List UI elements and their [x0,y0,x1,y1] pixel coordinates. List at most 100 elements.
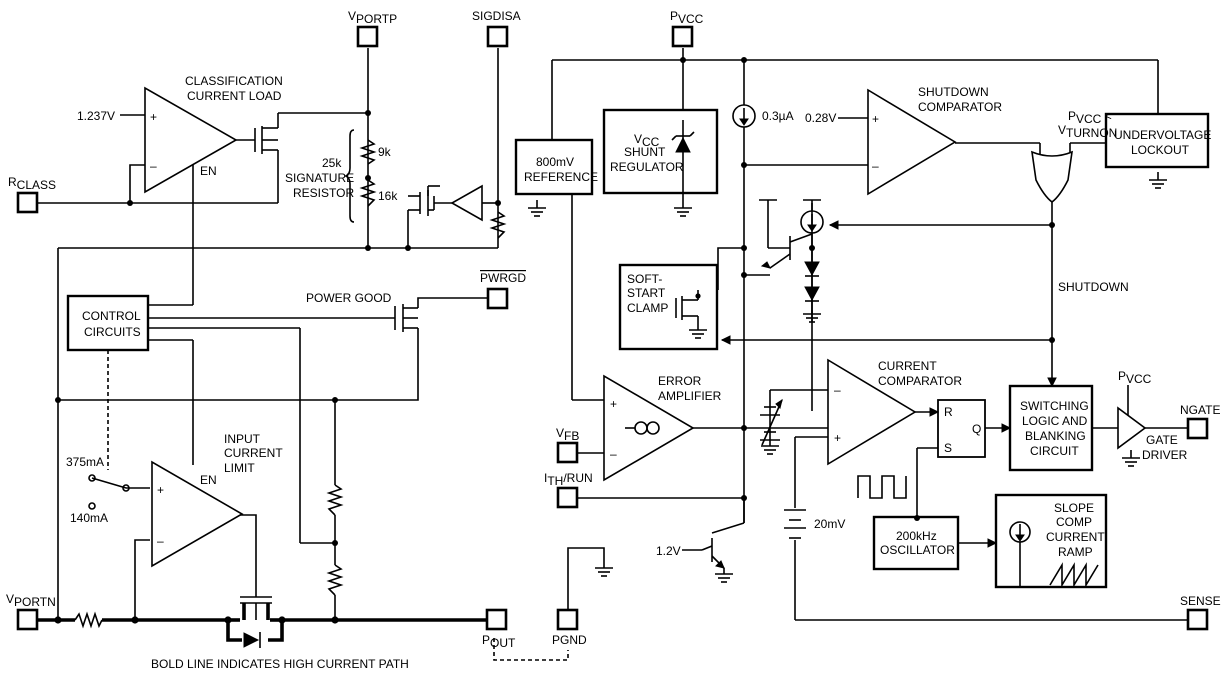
v028-label: 0.28V [805,111,836,125]
v12-label: 1.2V [656,544,681,558]
r16k-label: 16k [378,189,398,203]
switching-label-3: BLANKING [1025,429,1086,443]
pin-sigdisa-label: SIGDISA [472,9,521,23]
oscillator-label-2: OSCILLATOR [880,543,955,557]
en1-label: EN [200,164,217,178]
cc-plus: + [834,431,841,445]
arrows [720,220,1057,548]
ground-shunt [674,200,692,217]
oscillator-block [872,515,960,571]
amp1-minus: – [150,159,157,173]
pin-rclass-label: RCLASS [8,175,56,192]
classification-label-1: CLASSIFICATION [185,74,283,88]
pin-pwrgd [486,287,509,310]
ramp-sawtooth [1049,562,1099,588]
ground-softstart [689,329,707,339]
input-limit-label-3: LIMIT [224,461,255,475]
pin-sigdisa [486,25,509,48]
i140-label: 140mA [70,511,108,525]
signature-bracket [344,129,355,223]
input-current-limit-amp [151,460,244,568]
gate-driver-label-2: DRIVER [1142,448,1188,462]
rs-latch [937,399,986,458]
switching-label-2: LOGIC AND [1022,414,1088,428]
error-amp-label-1: ERROR [658,374,702,388]
resistor-9k [359,139,377,165]
gate-driver-label-1: GATE [1146,433,1178,447]
ground-uvlo [1149,172,1167,189]
pin-pwrgd-label: PWRGD [480,271,526,285]
blocks [66,108,1210,589]
ground-gate-driver [1122,450,1140,467]
en2-label: EN [200,473,217,487]
pin-ith-run [556,486,579,509]
latch-s: S [944,441,952,455]
error-amp-label-2: AMPLIFIER [658,389,722,403]
current-comparator [827,358,917,466]
ref-label-1: 800mV [536,155,574,169]
signature-label-1: 25k [322,156,342,170]
softstart-label-2: START [627,286,666,300]
vportn-sense-resistor [74,611,103,629]
sigdisa-resistor [489,211,507,239]
soft-start-mosfet [675,290,701,330]
left-wiring [38,48,605,661]
ground-bjt-src [803,199,821,411]
right-wiring [551,48,1190,621]
shutdown-cmp-label-2: COMPARATOR [918,100,1002,114]
switching-label-1: SWITCHING [1020,399,1089,413]
bold-note: BOLD LINE INDICATES HIGH CURRENT PATH [151,657,409,671]
ea-minus: – [610,447,617,461]
uvlo-label-2: LOCKOUT [1131,143,1190,157]
pin-pvcc-top-label: PVCC [670,9,704,26]
pin-sense-label: SENSE [1180,594,1221,608]
power-good-mosfet [394,304,418,332]
shunt-label-3: REGULATOR [610,160,684,174]
ground-pgnd [595,567,613,577]
pin-vportn [16,608,39,631]
signature-mosfet [408,190,435,216]
current-cmp-label-2: COMPARATOR [878,374,962,388]
pin-pvcc-gate-label: PVCC [1118,369,1152,386]
pin-vfb [556,441,579,464]
amp2-minus: – [157,534,164,548]
pins [16,25,1209,631]
i03ua-label: 0.3µA [762,109,794,123]
shunt-regulator-block [602,108,719,195]
pin-vportn-label: VPORTN [6,592,56,609]
pin-pout-label: POUT [482,633,516,650]
input-limit-label-2: CURRENT [224,446,283,460]
ground-variable-cap [761,440,779,455]
clock-waveform [857,475,907,499]
pin-vportp-label: VPORTP [348,9,397,26]
amp2-plus: + [157,483,164,497]
soft-start-block [618,263,719,351]
pin-ith-run-label: ITH/RUN [544,471,593,488]
high-current-path [38,618,488,642]
error-amplifier [603,374,695,482]
shutdown-label: SHUTDOWN [1058,280,1129,294]
switching-label-4: CIRCUIT [1030,444,1079,458]
pvcc-lt-label: PVCC < [1068,109,1112,126]
softstart-label-1: SOFT- [627,272,662,286]
softstart-label-3: CLAMP [627,301,668,315]
cmp-minus: – [872,159,879,173]
ref-label-2: REFERENCE [524,170,598,184]
cc-minus: – [834,383,841,397]
pin-pvcc-top [671,25,694,48]
oscillator-label-1: 200kHz [896,529,937,543]
latch-q: Q [972,422,981,436]
classification-label-2: CURRENT LOAD [187,89,282,103]
junctions [54,57,1055,624]
slope-label-4: RAMP [1058,545,1093,559]
pin-pout [485,608,508,631]
v1237-label: 1.237V [77,109,115,123]
divider-resistor-bottom [326,564,344,596]
amp1-plus: + [150,110,157,124]
pin-pgnd-label: PGND [552,633,587,647]
signature-buffer [450,184,483,222]
current-cmp-label-1: CURRENT [878,359,937,373]
input-limit-label-1: INPUT [224,432,261,446]
signature-label-3: RESISTOR [293,186,354,200]
grounds [528,172,1167,583]
